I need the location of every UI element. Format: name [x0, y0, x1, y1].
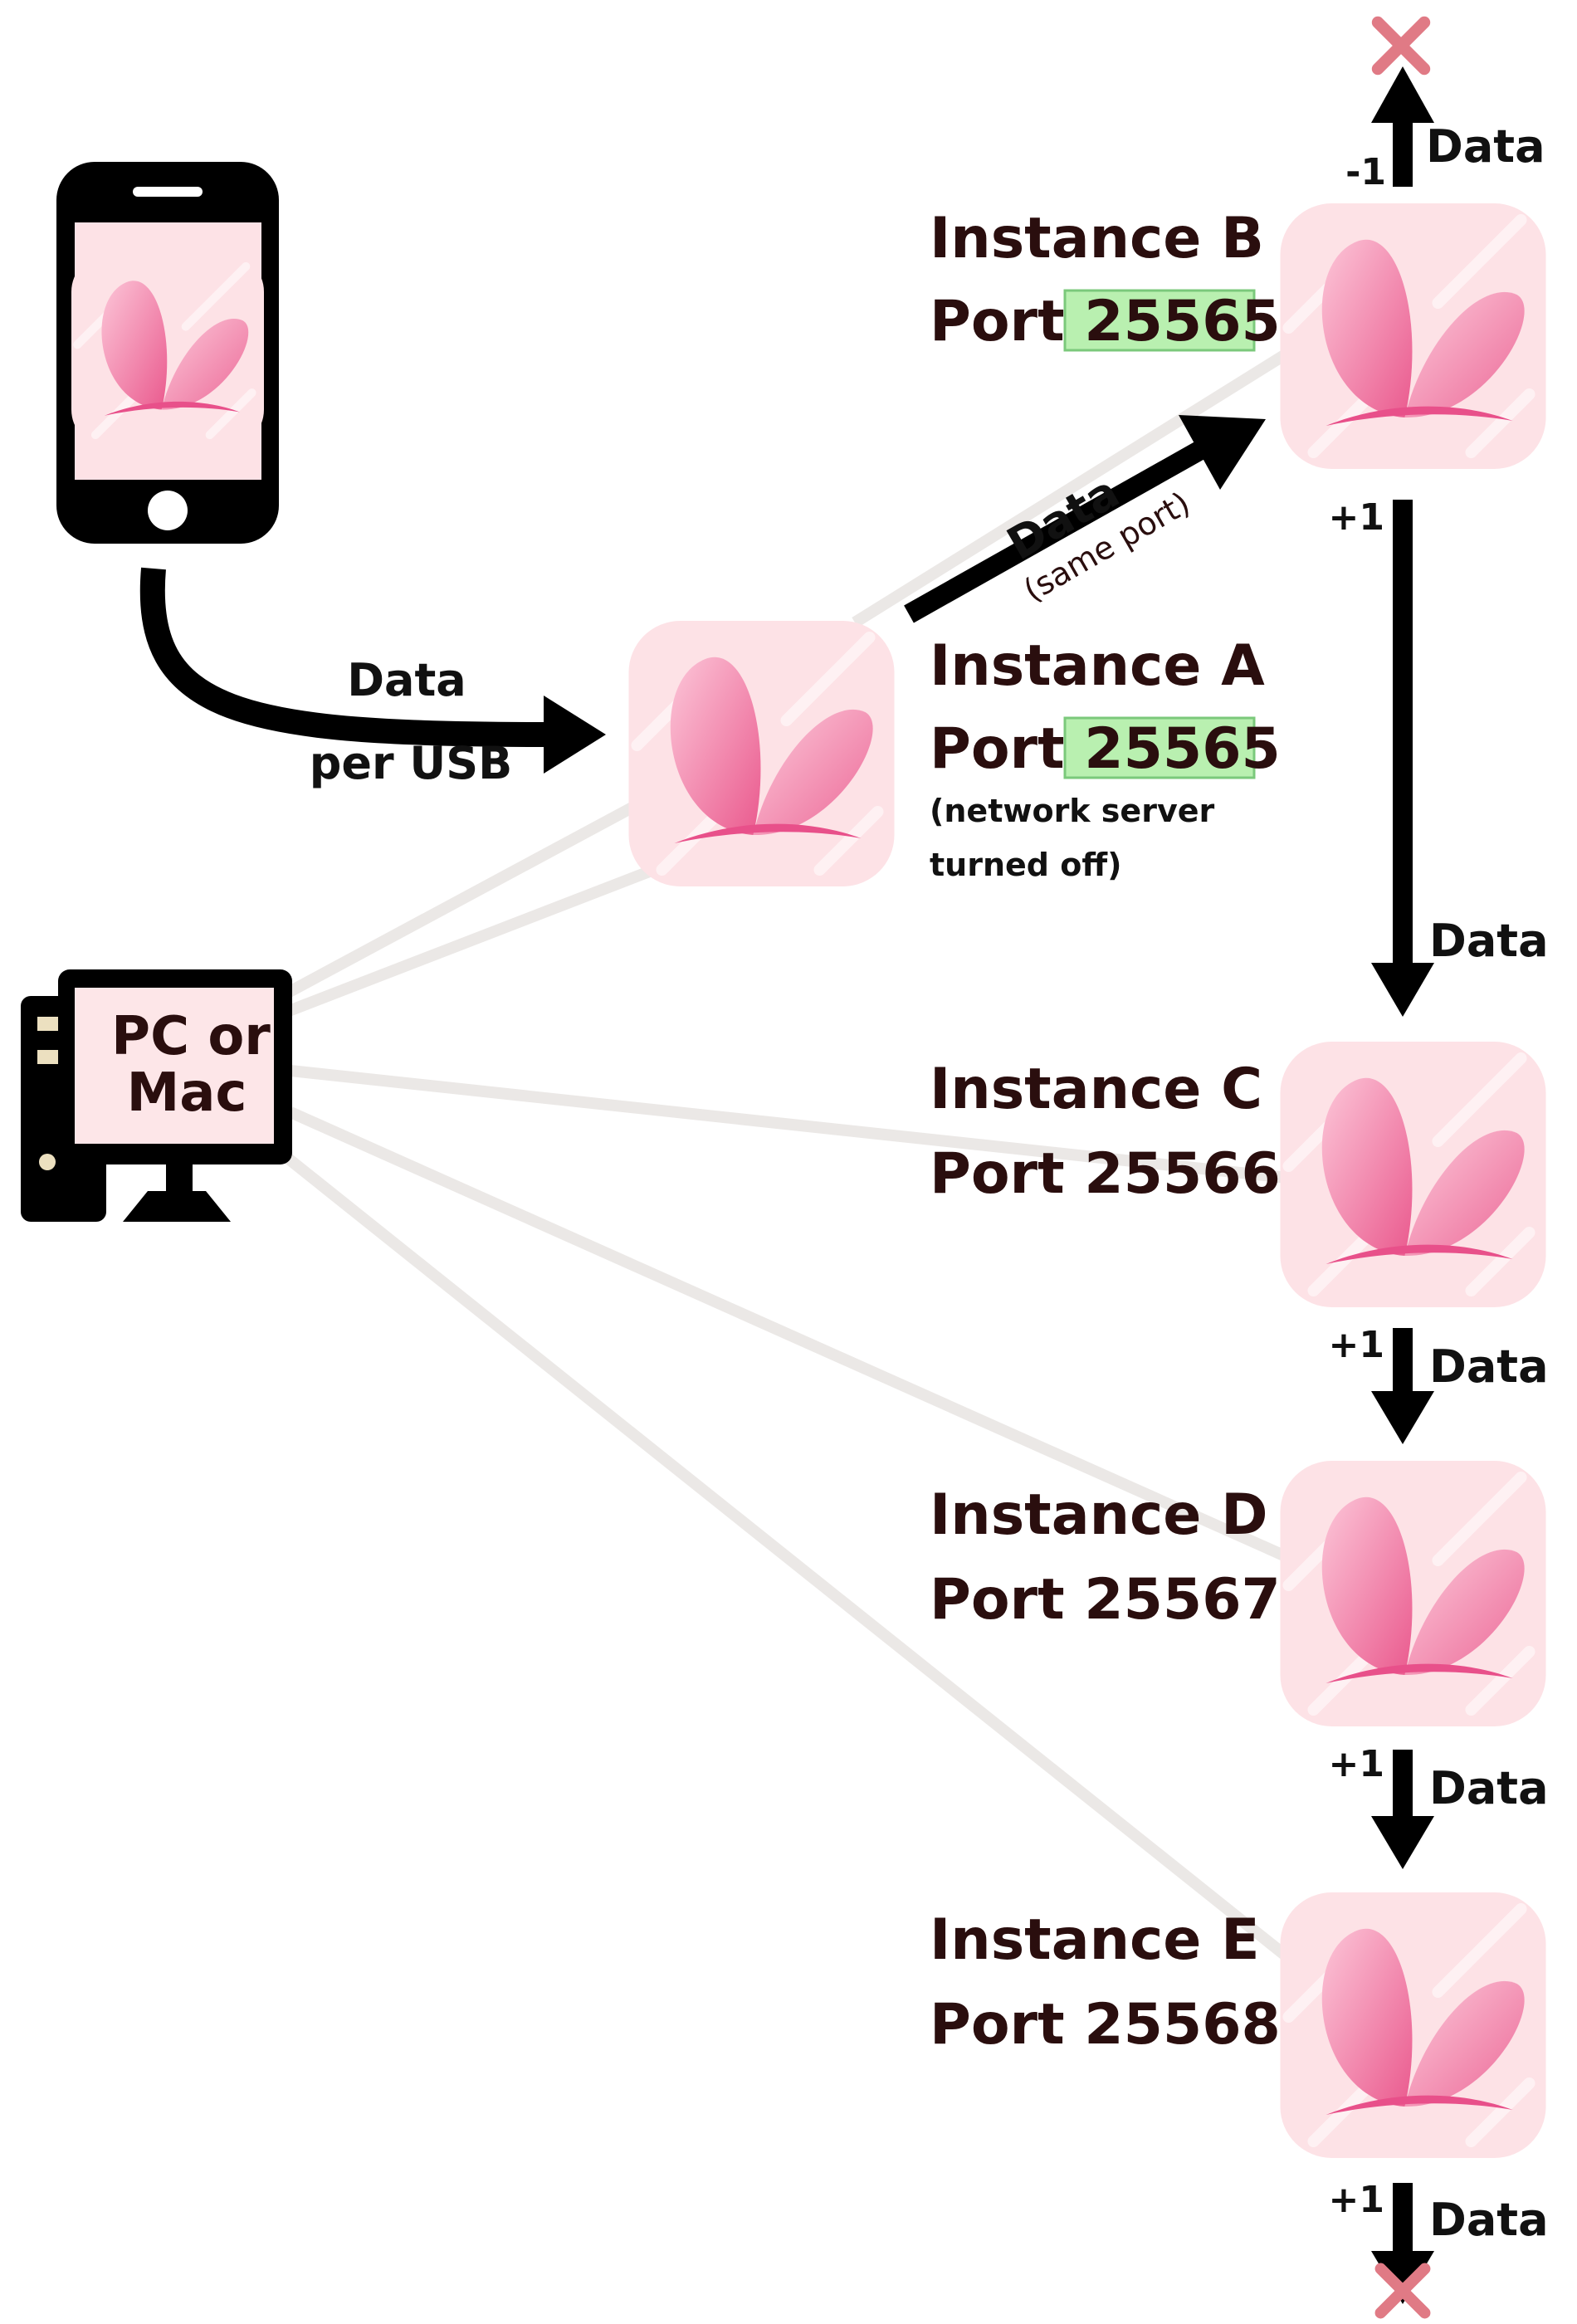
- network-links: [271, 344, 1299, 1968]
- chain-label-e-bottom: Data: [1429, 2194, 1549, 2246]
- instance-d-name: Instance D: [930, 1482, 1268, 1548]
- instance-a-icon: [629, 621, 895, 886]
- instance-d-port: Port 25567: [930, 1567, 1281, 1633]
- instance-e-name: Instance E: [930, 1907, 1260, 1973]
- chain-label-b-top: Data: [1426, 120, 1545, 173]
- chain-label-c-d: Data: [1429, 1340, 1549, 1393]
- smartphone: [56, 162, 279, 544]
- chain-arrow-b-to-c: [1371, 500, 1434, 1017]
- chain-label-b-c: Data: [1429, 915, 1549, 967]
- chain-arrow-b-to-end-top: [1371, 66, 1434, 187]
- computer-label-line1: PC or: [111, 1006, 271, 1067]
- usb-arrow: [139, 567, 606, 774]
- cross-icon: [1378, 22, 1424, 69]
- instance-e-port: Port 25568: [930, 1992, 1281, 2058]
- instance-b-port-highlight: [1063, 289, 1256, 352]
- instance-a-name: Instance A: [930, 633, 1265, 699]
- instance-c-icon: [1281, 1042, 1546, 1307]
- instance-a-port: Port 25565: [930, 716, 1281, 782]
- link-pc-to-instance-a-lower: [271, 841, 716, 1023]
- instance-d-icon: [1281, 1461, 1546, 1726]
- link-instance-a-to-instance-b: [852, 344, 1298, 627]
- chain-arrow-e-to-end-bottom: [1371, 2183, 1434, 2304]
- link-pc-to-instance-e: [278, 1149, 1299, 1968]
- smartphone-speaker: [133, 187, 203, 197]
- usb-label-line1: Data: [347, 654, 466, 706]
- usb-label-line2: per USB: [310, 737, 513, 789]
- instance-b-port: Port 25565: [930, 289, 1281, 354]
- instance-c-port: Port 25566: [930, 1141, 1281, 1207]
- chain-offset-b-top: -1: [1345, 151, 1386, 193]
- chain-arrow-d-to-e: [1371, 1750, 1434, 1869]
- chain-offset-e-bottom: +1: [1329, 2179, 1384, 2221]
- smartphone-home-button: [148, 491, 188, 530]
- phone-app-icon: [71, 255, 264, 447]
- computer: [21, 969, 292, 1222]
- instance-b-name: Instance B: [930, 206, 1264, 271]
- same-port-arrow: [904, 415, 1266, 623]
- instance-b-icon: [1281, 203, 1546, 469]
- instance-a-port-highlight: [1063, 716, 1256, 779]
- chain-offset-d-e: +1: [1329, 1743, 1384, 1785]
- instance-a-note-line2: turned off): [930, 847, 1121, 883]
- chain-offset-c-d: +1: [1329, 1324, 1384, 1366]
- chain-offset-b-c: +1: [1329, 496, 1384, 539]
- instance-e-icon: [1281, 1892, 1546, 2158]
- chain-arrow-c-to-d: [1371, 1328, 1434, 1444]
- instance-a-note-line1: (network server: [930, 793, 1214, 829]
- computer-label-line2: Mac: [127, 1062, 247, 1124]
- link-pc-to-instance-c: [290, 1065, 1296, 1184]
- computer-screen: [75, 988, 274, 1144]
- link-pc-to-instance-d: [288, 1106, 1297, 1566]
- chain-label-d-e: Data: [1429, 1762, 1549, 1814]
- instance-c-name: Instance C: [930, 1057, 1262, 1122]
